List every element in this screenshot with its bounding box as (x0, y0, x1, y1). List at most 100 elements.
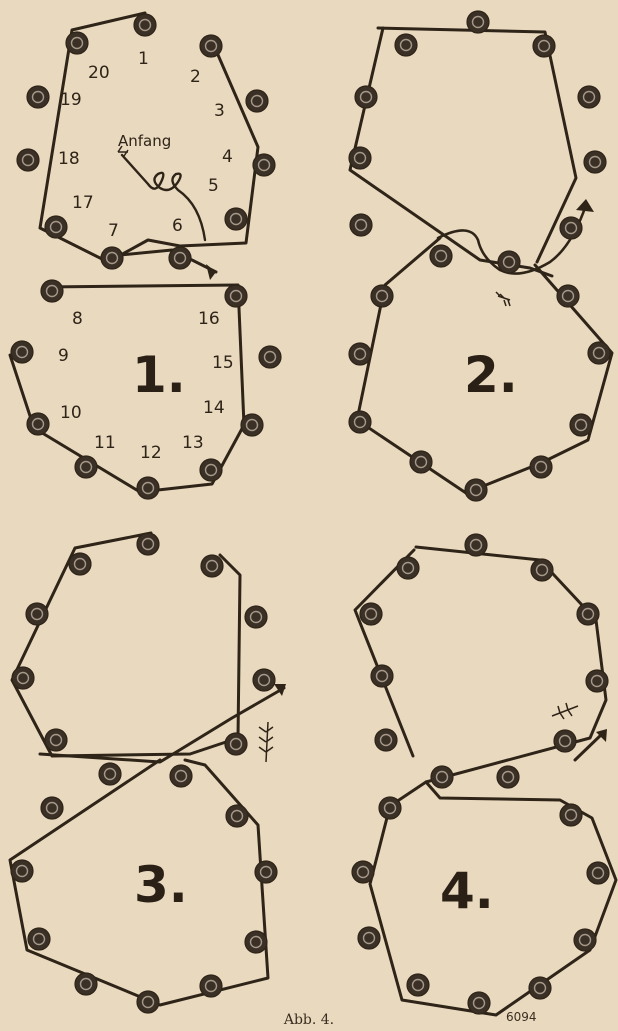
peg-number: 9 (58, 346, 69, 366)
peg-number: 12 (140, 443, 162, 463)
peg (560, 217, 582, 239)
peg (41, 797, 63, 819)
peg (570, 414, 592, 436)
peg (226, 805, 248, 827)
peg (358, 927, 380, 949)
peg (11, 341, 33, 363)
peg (468, 992, 490, 1014)
peg (41, 280, 63, 302)
arrow-feather (552, 703, 578, 719)
thread-line (355, 550, 414, 756)
peg (170, 765, 192, 787)
peg-number: 17 (72, 193, 94, 213)
thread-line (416, 547, 606, 782)
peg (225, 733, 247, 755)
peg (574, 929, 596, 951)
start-label: Anfang (118, 132, 171, 150)
peg (379, 797, 401, 819)
peg (497, 766, 519, 788)
peg-number: 3 (214, 101, 225, 121)
peg-number: 19 (60, 90, 82, 110)
peg (75, 456, 97, 478)
peg (137, 533, 159, 555)
panel-label-3: 3. (134, 856, 188, 914)
peg (17, 149, 39, 171)
peg (101, 247, 123, 269)
peg (245, 931, 267, 953)
peg (407, 974, 429, 996)
peg-number: 1 (138, 49, 149, 69)
peg (355, 86, 377, 108)
arrow-feather (496, 292, 510, 306)
peg (529, 977, 551, 999)
peg-number: 11 (94, 433, 116, 453)
peg (137, 991, 159, 1013)
start-thread (122, 155, 205, 240)
peg (45, 216, 67, 238)
peg (467, 11, 489, 33)
pegs (11, 11, 610, 1014)
peg (533, 35, 555, 57)
peg (349, 147, 371, 169)
peg (245, 606, 267, 628)
peg (557, 285, 579, 307)
thread-line (120, 250, 216, 272)
peg (241, 414, 263, 436)
thread-paths (10, 13, 616, 1015)
peg (587, 862, 609, 884)
peg (27, 86, 49, 108)
peg (75, 973, 97, 995)
peg-number: 20 (88, 63, 110, 83)
peg (99, 763, 121, 785)
peg (45, 729, 67, 751)
peg (169, 247, 191, 269)
peg (498, 251, 520, 273)
peg (397, 557, 419, 579)
peg-number: 5 (208, 176, 219, 196)
peg (27, 413, 49, 435)
peg (255, 861, 277, 883)
peg-number: 16 (198, 309, 220, 329)
peg-number: 10 (60, 403, 82, 423)
peg (259, 346, 281, 368)
thread-line (40, 688, 284, 762)
peg (586, 670, 608, 692)
peg (201, 555, 223, 577)
peg-number: 13 (182, 433, 204, 453)
peg (360, 603, 382, 625)
peg-number: 14 (203, 398, 225, 418)
panel-label-4: 4. (440, 862, 494, 920)
arrow-head (206, 264, 216, 280)
peg (11, 860, 33, 882)
peg (531, 559, 553, 581)
peg (395, 34, 417, 56)
peg (225, 208, 247, 230)
peg-number: 4 (222, 147, 233, 167)
peg (375, 729, 397, 751)
thread-line (378, 28, 576, 262)
peg (588, 342, 610, 364)
peg (560, 804, 582, 826)
peg (577, 603, 599, 625)
panel-label-2: 2. (464, 346, 518, 404)
peg (350, 214, 372, 236)
peg (465, 534, 487, 556)
peg (431, 766, 453, 788)
peg (584, 151, 606, 173)
peg (349, 343, 371, 365)
peg (253, 154, 275, 176)
peg (410, 451, 432, 473)
peg (26, 603, 48, 625)
peg-number: 15 (212, 353, 234, 373)
peg-number: 18 (58, 149, 80, 169)
peg (12, 667, 34, 689)
peg (200, 975, 222, 997)
peg (371, 285, 393, 307)
peg-number: 2 (190, 67, 201, 87)
peg (134, 14, 156, 36)
peg (69, 553, 91, 575)
peg (66, 32, 88, 54)
peg-number: 7 (108, 221, 119, 241)
peg (349, 411, 371, 433)
